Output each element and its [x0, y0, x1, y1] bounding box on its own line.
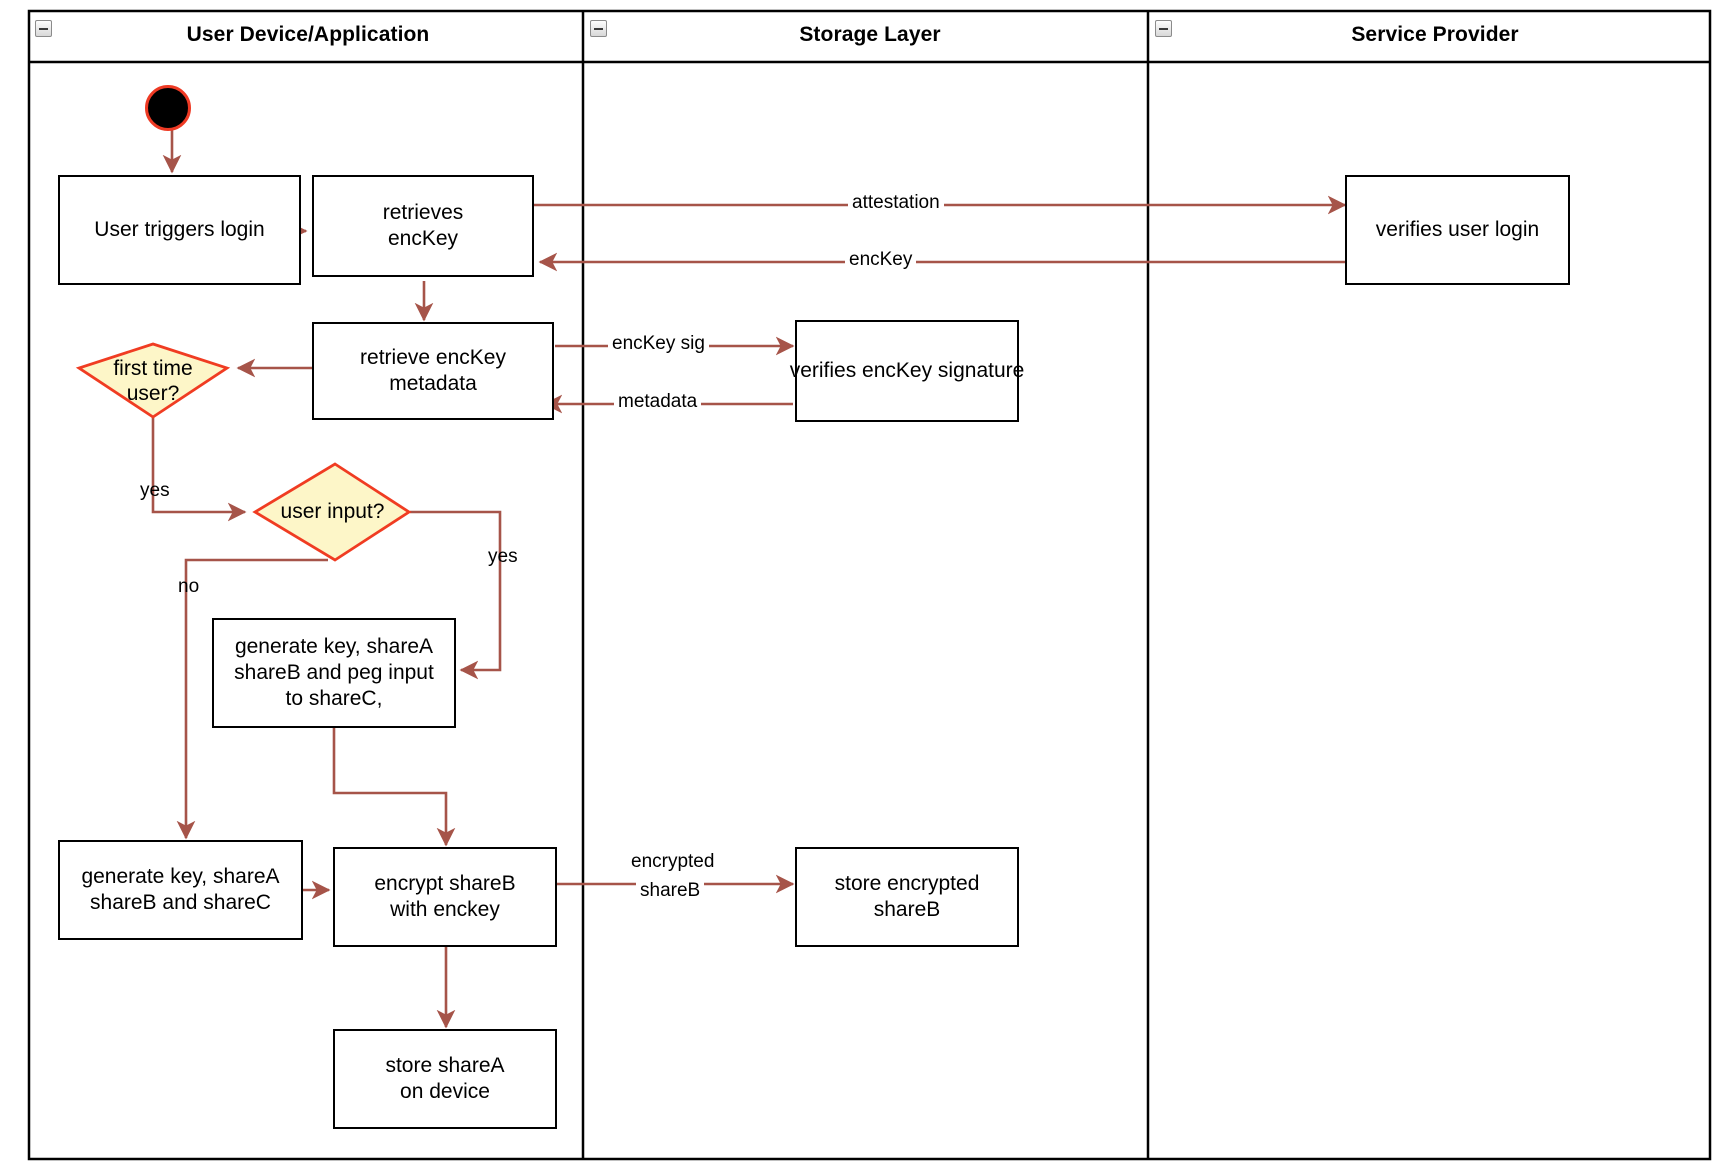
action-label-line1: generate key, shareA: [81, 864, 280, 888]
lane-title-service-provider: Service Provider: [1351, 23, 1519, 46]
action-generate-key-peg-input[interactable]: generate key, shareA shareB and peg inpu…: [212, 618, 456, 728]
lane-title-user-device: User Device/Application: [186, 23, 430, 46]
action-retrieves-enckey[interactable]: retrieves encKey: [312, 175, 534, 277]
action-retrieve-enckey-metadata[interactable]: retrieve encKey metadata: [312, 322, 554, 420]
action-label: verifies encKey signature: [789, 358, 1025, 382]
edge-label-enckey-sig: encKey sig: [608, 333, 709, 355]
decision-shapes: [75, 342, 412, 562]
edge-label-no-user-input: no: [178, 576, 200, 597]
edge-label-attestation: attestation: [848, 192, 944, 214]
action-label-line2: metadata: [389, 372, 477, 395]
edge-label-enckey: encKey: [845, 249, 917, 271]
action-generate-key-shares[interactable]: generate key, shareA shareB and shareC: [58, 840, 303, 940]
action-label-line2: with enckey: [390, 898, 500, 921]
edge-label-encrypted-shareb-line1: encrypted: [627, 851, 719, 873]
edge-label-yes-user-input: yes: [488, 546, 518, 567]
action-verifies-enckey-signature[interactable]: verifies encKey signature: [790, 320, 1024, 422]
action-verifies-user-login[interactable]: verifies user login: [1345, 175, 1570, 285]
decision-label: first time user?: [79, 344, 227, 418]
action-label-line1: generate key, shareA: [234, 634, 434, 658]
lane-title-storage: Storage Layer: [799, 23, 941, 46]
action-label: verifies user login: [1375, 217, 1540, 241]
action-store-encrypted-shareb[interactable]: store encrypted shareB: [795, 847, 1019, 947]
action-label-line2: shareB and peg input: [234, 660, 434, 684]
action-user-triggers-login[interactable]: User triggers login: [58, 175, 301, 285]
decision-label: user input?: [255, 464, 410, 560]
collapse-minus-icon-lane-service-provider[interactable]: [1155, 20, 1172, 37]
collapse-minus-icon-lane-user-device[interactable]: [35, 20, 52, 37]
decision-label-line1: first time: [113, 356, 193, 380]
decision-label-text: user input?: [280, 500, 385, 524]
action-label-line1: retrieves: [382, 200, 464, 224]
decision-user-input[interactable]: user input?: [255, 464, 410, 560]
decision-label-line2: user?: [126, 382, 180, 405]
decision-user-input-shape: [252, 462, 412, 562]
edge-label-metadata: metadata: [614, 391, 702, 413]
action-label-line2: shareB and shareC: [90, 891, 271, 914]
edge-label-yes-first-time: yes: [140, 480, 170, 501]
action-label-line1: encrypt shareB: [374, 871, 516, 895]
action-label-line2: on device: [400, 1080, 490, 1103]
decision-first-time-user-shape: [75, 342, 231, 419]
edge-label-encrypted-shareb-line2: shareB: [636, 880, 705, 902]
action-label: User triggers login: [94, 217, 265, 241]
decision-first-time-user[interactable]: first time user?: [79, 344, 227, 418]
action-store-sharea-on-device[interactable]: store shareA on device: [333, 1029, 557, 1129]
action-label-line1: store shareA: [385, 1053, 505, 1077]
action-label-line1: retrieve encKey: [360, 345, 506, 369]
action-label-line1: store encrypted: [834, 871, 980, 895]
initial-node: [145, 85, 191, 131]
action-label-line2: shareB: [873, 898, 941, 921]
action-encrypt-shareb[interactable]: encrypt shareB with enckey: [333, 847, 557, 947]
action-label-line2: encKey: [387, 227, 459, 250]
collapse-minus-icon-lane-storage[interactable]: [590, 20, 607, 37]
action-label-line3: to shareC,: [285, 687, 383, 711]
